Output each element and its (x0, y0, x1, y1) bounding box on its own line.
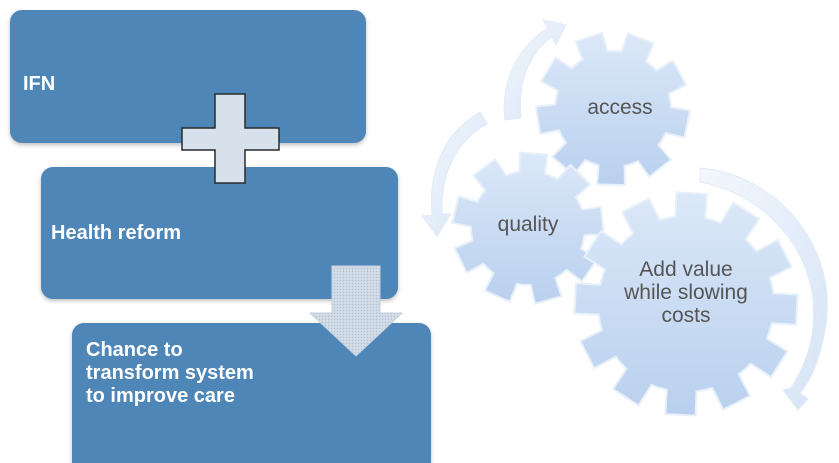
box-ifn-label: IFN (23, 73, 56, 95)
down-arrow-icon (308, 265, 404, 357)
gear-value (573, 191, 799, 417)
box-ifn: IFN (10, 10, 366, 143)
box-health-reform-label: Health reform (51, 222, 182, 244)
gear-quality (450, 151, 605, 305)
gear-access-shape (534, 31, 692, 187)
plus-icon (181, 93, 280, 184)
box-chance-label: Chance to transform system to improve ca… (86, 339, 254, 407)
gear-value-shape (573, 191, 799, 417)
gear-quality-shape (450, 151, 605, 305)
diagram-shapes (181, 19, 828, 417)
box-chance-to-transform: Chance to transform system to improve ca… (72, 323, 431, 463)
gear-access-label: access (587, 96, 653, 119)
gear-access (534, 31, 692, 187)
gear-value-label: Add value while slowing costs (624, 258, 748, 328)
gear-quality-label: quality (497, 213, 559, 236)
circular-arrow-icon (421, 19, 828, 411)
